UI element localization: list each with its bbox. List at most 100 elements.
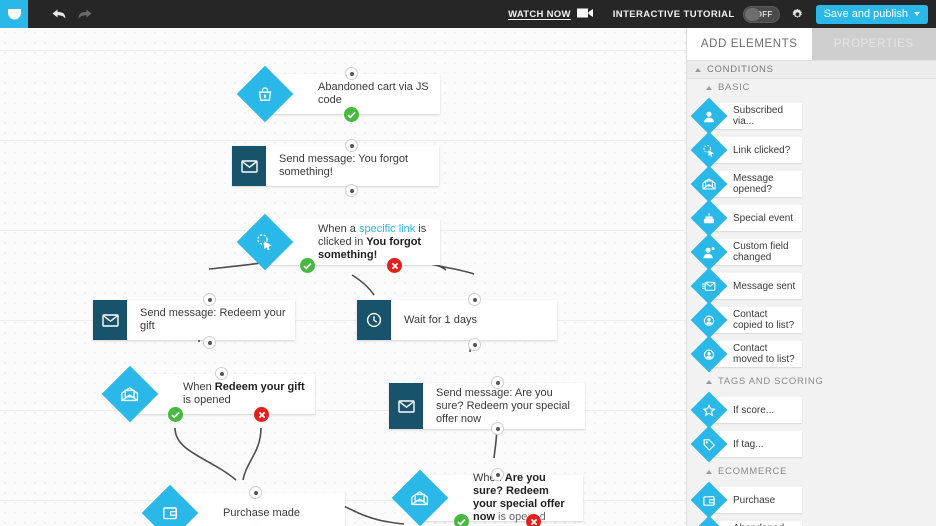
element-contact-moved-to-list[interactable]: Contact moved to list? bbox=[687, 335, 812, 373]
subsection-header-ecommerce[interactable]: ECOMMERCE bbox=[687, 463, 936, 480]
specific-link[interactable]: specific link bbox=[358, 222, 416, 235]
element-message-sent[interactable]: Message sent bbox=[687, 267, 812, 305]
cursor-click-icon bbox=[236, 213, 294, 271]
status-badge-yes[interactable] bbox=[167, 406, 184, 423]
element-if-score[interactable]: If score... bbox=[687, 391, 812, 429]
element-link-clicked[interactable]: Link clicked? bbox=[687, 131, 812, 169]
wallet-icon bbox=[141, 484, 199, 526]
element-label: If tag... bbox=[733, 438, 764, 450]
element-label: Special event bbox=[733, 212, 794, 224]
element-if-tag[interactable]: If tag... bbox=[687, 425, 812, 463]
redo-arrow-icon[interactable] bbox=[77, 7, 92, 21]
status-badge-no[interactable] bbox=[525, 513, 542, 526]
node-send-are-you-sure[interactable]: Send message: Are you sure? Redeem your … bbox=[389, 383, 585, 429]
star-icon bbox=[690, 391, 728, 429]
contact-move-icon bbox=[690, 335, 728, 373]
status-badge-yes[interactable] bbox=[343, 106, 360, 123]
connector-dot[interactable] bbox=[215, 367, 228, 380]
conditions-ecommerce-grid: Purchase Abandoned cart Visited URL bbox=[687, 480, 936, 526]
node-are-you-sure-opened[interactable]: When Are you sure? Redeem your special o… bbox=[391, 469, 583, 526]
chevron-up-icon bbox=[695, 67, 701, 72]
tab-add-elements[interactable]: ADD ELEMENTS bbox=[687, 28, 812, 60]
connector-dot[interactable] bbox=[249, 486, 262, 499]
connector-dot[interactable] bbox=[468, 338, 481, 351]
envelope-icon bbox=[93, 300, 127, 340]
element-special-event[interactable]: Special event bbox=[687, 199, 812, 237]
watch-now-button[interactable]: WATCH NOW bbox=[508, 7, 594, 22]
history-controls bbox=[51, 7, 92, 21]
undo-arrow-icon[interactable] bbox=[51, 7, 66, 21]
connector-dot[interactable] bbox=[491, 468, 504, 481]
element-label: Message sent bbox=[733, 280, 796, 292]
save-and-publish-button[interactable]: Save and publish bbox=[815, 4, 928, 24]
element-custom-field-changed[interactable]: Custom field changed bbox=[687, 233, 812, 271]
status-badge-no[interactable] bbox=[386, 257, 403, 274]
status-badge-yes[interactable] bbox=[299, 257, 316, 274]
element-contact-copied-to-list[interactable]: Contact copied to list? bbox=[687, 301, 812, 339]
video-camera-icon bbox=[576, 7, 594, 22]
node-label: Send message: Are you sure? Redeem your … bbox=[436, 386, 570, 425]
element-message-opened[interactable]: Message opened? bbox=[687, 165, 812, 203]
node-label: Wait for 1 days bbox=[404, 313, 477, 326]
chevron-up-icon bbox=[706, 85, 712, 90]
envelope-send-icon bbox=[690, 267, 728, 305]
watch-now-label: WATCH NOW bbox=[508, 8, 571, 20]
app-logo[interactable] bbox=[0, 0, 28, 28]
connector-dot[interactable] bbox=[203, 293, 216, 306]
top-bar: WATCH NOW INTERACTIVE TUTORIAL OFF Save … bbox=[0, 0, 936, 28]
subsection-title: ECOMMERCE bbox=[718, 466, 788, 477]
status-badge-yes[interactable] bbox=[453, 513, 470, 526]
cursor-click-icon bbox=[690, 131, 728, 169]
subsection-title: BASIC bbox=[718, 82, 751, 93]
node-label: Purchase made bbox=[223, 506, 301, 519]
tab-properties[interactable]: PROPERTIES bbox=[811, 28, 936, 60]
connector-dot[interactable] bbox=[491, 422, 504, 435]
node-label: When a specific link is clicked in You f… bbox=[318, 222, 427, 261]
node-abandoned-cart[interactable]: Abandoned cart via JS code bbox=[236, 65, 440, 123]
envelope-icon bbox=[232, 146, 266, 186]
connector-dot[interactable] bbox=[203, 336, 216, 349]
cake-icon bbox=[690, 199, 728, 237]
open-envelope-icon bbox=[391, 469, 449, 526]
canvas-guide-line bbox=[0, 140, 686, 141]
chevron-up-icon bbox=[706, 379, 712, 384]
connector-dot[interactable] bbox=[345, 184, 358, 197]
element-purchase[interactable]: Purchase bbox=[687, 481, 812, 519]
open-envelope-icon bbox=[101, 365, 159, 423]
open-envelope-icon bbox=[690, 165, 728, 203]
subsection-header-conditions-basic[interactable]: BASIC bbox=[687, 79, 936, 96]
element-subscribed-via[interactable]: Subscribed via... bbox=[687, 97, 812, 135]
tag-icon bbox=[690, 425, 728, 463]
workflow-canvas[interactable]: Abandoned cart via JS code Send message:… bbox=[0, 28, 686, 526]
connector-dot[interactable] bbox=[345, 139, 358, 152]
node-send-redeem[interactable]: Send message: Redeem your gift bbox=[93, 300, 295, 340]
element-label: Purchase bbox=[733, 494, 776, 506]
interactive-tutorial-label: INTERACTIVE TUTORIAL bbox=[612, 8, 735, 20]
node-send-forgot[interactable]: Send message: You forgot something! bbox=[232, 146, 439, 186]
connector-dot[interactable] bbox=[468, 293, 481, 306]
toggle-knob bbox=[744, 7, 760, 21]
clock-icon bbox=[357, 300, 391, 340]
gear-icon[interactable] bbox=[791, 8, 804, 21]
subsection-header-tags-and-scoring[interactable]: TAGS AND SCORING bbox=[687, 373, 936, 390]
element-label: Subscribed via... bbox=[733, 105, 784, 127]
element-abandoned-cart[interactable]: Abandoned cart bbox=[687, 515, 812, 526]
chevron-down-icon bbox=[914, 12, 920, 16]
connector-dot[interactable] bbox=[491, 376, 504, 389]
envelope-icon bbox=[389, 383, 423, 429]
chevron-up-icon bbox=[706, 469, 712, 474]
section-header-conditions[interactable]: CONDITIONS bbox=[687, 60, 936, 79]
node-label: Send message: You forgot something! bbox=[279, 153, 409, 178]
save-and-publish-label: Save and publish bbox=[823, 8, 908, 20]
status-badge-no[interactable] bbox=[253, 406, 270, 423]
node-label: When Redeem your gift is opened bbox=[183, 381, 305, 406]
element-label: Link clicked? bbox=[733, 144, 791, 156]
node-link-clicked[interactable]: When a specific link is clicked in You f… bbox=[236, 213, 440, 271]
conditions-basic-grid: Subscribed via... Link clicked? Message … bbox=[687, 96, 936, 373]
tutorial-toggle[interactable]: OFF bbox=[742, 5, 780, 23]
node-wait[interactable]: Wait for 1 days bbox=[357, 300, 557, 340]
node-redeem-opened[interactable]: When Redeem your gift is opened bbox=[101, 365, 315, 423]
connector-dot[interactable] bbox=[345, 67, 358, 80]
person-icon bbox=[690, 97, 728, 135]
